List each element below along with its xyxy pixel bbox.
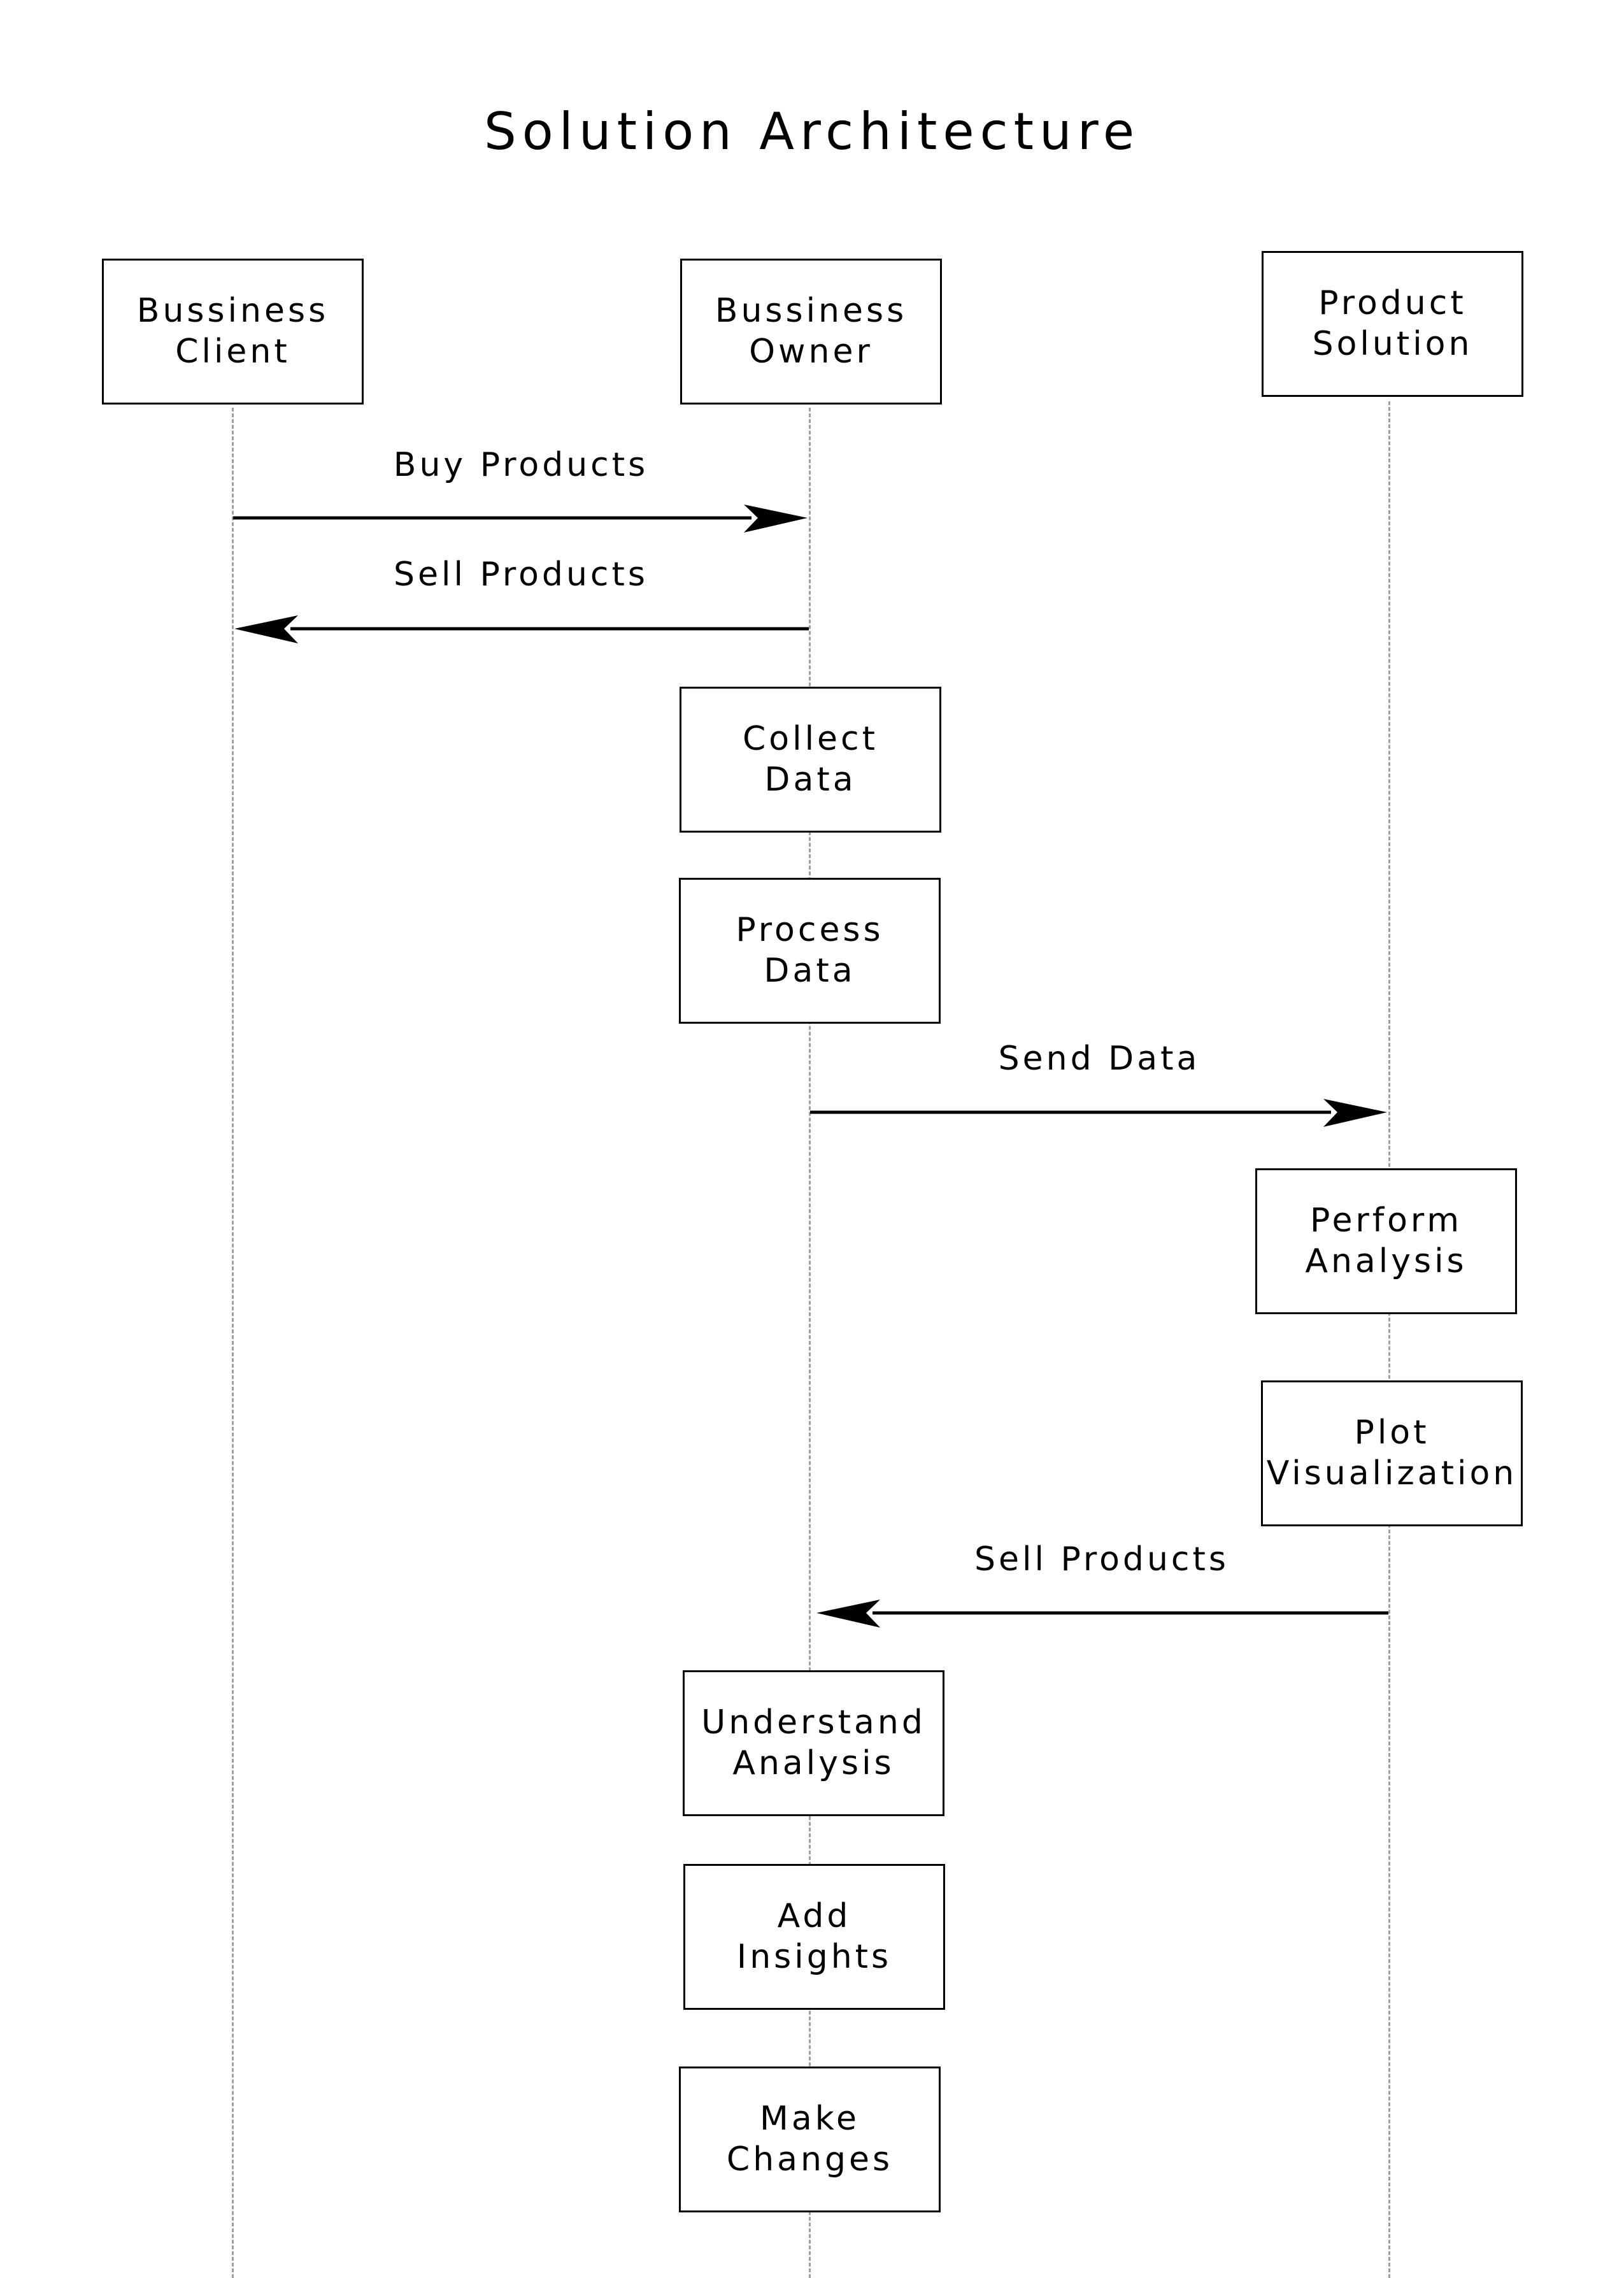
message-label-send-data: Send Data <box>998 1040 1200 1078</box>
activity-make-changes: Make Changes <box>679 2067 941 2212</box>
participant-label: Product Solution <box>1312 284 1473 363</box>
lifeline-product-solution <box>1388 401 1390 2278</box>
activity-perform-analysis: Perform Analysis <box>1255 1168 1517 1314</box>
message-label-sell-products: Sell Products <box>394 555 648 594</box>
activity-label: Understand Analysis <box>701 1703 926 1782</box>
lifeline-bussiness-owner <box>809 408 811 2278</box>
activity-plot-visualization: Plot Visualization <box>1261 1380 1523 1526</box>
message-label-buy-products: Buy Products <box>393 446 649 484</box>
participant-bussiness-owner: Bussiness Owner <box>680 259 942 405</box>
participant-bussiness-client: Bussiness Client <box>102 259 364 405</box>
participant-product-solution: Product Solution <box>1262 251 1523 397</box>
activity-understand-analysis: Understand Analysis <box>683 1670 944 1816</box>
diagram-title: Solution Architecture <box>483 102 1141 161</box>
lifeline-bussiness-client <box>232 408 234 2278</box>
activity-label: Plot Visualization <box>1266 1414 1518 1493</box>
participant-label: Bussiness Client <box>136 292 329 371</box>
arrow-send-data <box>810 1099 1387 1127</box>
activity-label: Add Insights <box>736 1897 892 1976</box>
message-label-sell-products: Sell Products <box>974 1540 1229 1579</box>
arrow-sell-products-to-client <box>234 615 809 643</box>
activity-add-insights: Add Insights <box>683 1864 945 2010</box>
activity-label: Perform Analysis <box>1305 1201 1467 1280</box>
participant-label: Bussiness Owner <box>715 292 908 371</box>
activity-label: Process Data <box>736 911 884 990</box>
arrow-buy-products <box>233 505 808 533</box>
activity-label: Make Changes <box>726 2100 894 2179</box>
arrow-sell-products-to-owner <box>816 1600 1388 1628</box>
activity-label: Collect Data <box>743 720 878 799</box>
activity-process-data: Process Data <box>679 878 941 1024</box>
activity-collect-data: Collect Data <box>680 687 941 833</box>
